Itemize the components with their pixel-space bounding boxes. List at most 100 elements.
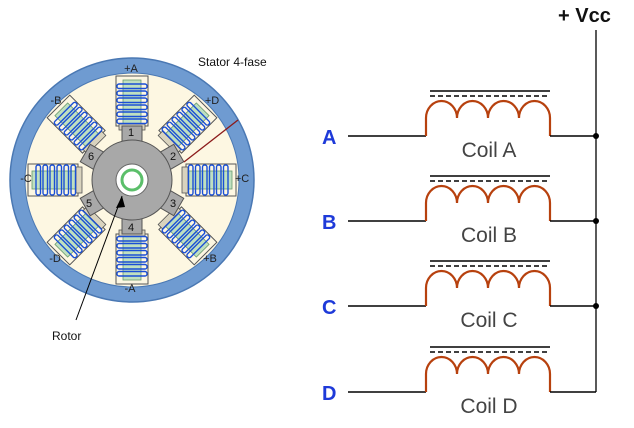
tooth-labels: 1 2 3 4 5 6 bbox=[86, 127, 176, 234]
winding-turn bbox=[116, 90, 148, 97]
pole-label: -D bbox=[49, 253, 61, 265]
winding-turn bbox=[116, 97, 148, 104]
winding-turn bbox=[116, 270, 148, 277]
coil-label: Coil A bbox=[462, 139, 517, 162]
winding-turn bbox=[116, 249, 148, 256]
stator-pole bbox=[46, 94, 107, 155]
pole-label: +B bbox=[203, 253, 217, 265]
winding-turn bbox=[222, 164, 229, 196]
winding-turn bbox=[42, 164, 49, 196]
winding-turn bbox=[176, 111, 201, 136]
winding-turn bbox=[49, 164, 56, 196]
winding-turn bbox=[171, 116, 196, 141]
pole-labels: +A +D +C +B -A -D -C -B bbox=[20, 63, 249, 295]
winding-turn bbox=[161, 209, 186, 234]
input-label: C bbox=[322, 297, 336, 319]
stator-pole bbox=[115, 229, 149, 285]
coil-label: Coil C bbox=[460, 309, 517, 332]
coil-row: D Coil D bbox=[322, 346, 596, 418]
winding-turn bbox=[116, 242, 148, 249]
winding-turn bbox=[35, 164, 42, 196]
pole-label: +A bbox=[124, 63, 138, 75]
winding-turn bbox=[116, 104, 148, 111]
winding-turn bbox=[78, 126, 103, 151]
pole-label: +D bbox=[205, 95, 219, 107]
motor-cross-section: +A +D +C +B -A -D -C -B 1 2 3 4 5 6 bbox=[9, 57, 255, 303]
winding-turn bbox=[73, 214, 98, 239]
winding-turn bbox=[186, 101, 211, 126]
coil-winding bbox=[424, 184, 552, 221]
winding-turn bbox=[116, 235, 148, 242]
winding-turn bbox=[116, 256, 148, 263]
stator-pole bbox=[27, 163, 83, 197]
junction-dot bbox=[593, 133, 599, 139]
stator-pole bbox=[181, 163, 237, 197]
tooth-number: 2 bbox=[170, 151, 176, 163]
tooth-number: 4 bbox=[128, 222, 134, 234]
supply-label: + Vcc bbox=[558, 5, 611, 27]
winding-turn bbox=[208, 164, 215, 196]
rotor-label: Rotor bbox=[52, 329, 81, 343]
rotor-body bbox=[79, 125, 185, 235]
winding-turn bbox=[116, 263, 148, 270]
winding-turn bbox=[176, 224, 201, 249]
winding-turn bbox=[181, 229, 206, 254]
winding-turn bbox=[53, 101, 78, 126]
winding-turn bbox=[194, 164, 201, 196]
winding-turn bbox=[63, 111, 88, 136]
winding-turn bbox=[161, 126, 186, 151]
winding-turn bbox=[116, 111, 148, 118]
coil-winding bbox=[424, 99, 552, 136]
coil-row: B Coil B bbox=[322, 175, 599, 247]
junction-dot bbox=[593, 218, 599, 224]
pole-label: +C bbox=[235, 173, 249, 185]
winding-turn bbox=[68, 116, 93, 141]
winding-turn bbox=[181, 106, 206, 131]
winding-turn bbox=[53, 234, 78, 259]
pole-label: -B bbox=[51, 95, 62, 107]
winding-turn bbox=[78, 209, 103, 234]
winding-turn bbox=[58, 229, 83, 254]
rotor-pointer-line bbox=[75, 195, 123, 321]
input-label: B bbox=[322, 212, 336, 234]
winding-turn bbox=[58, 106, 83, 131]
winding-turn bbox=[68, 219, 93, 244]
pole-shoe bbox=[181, 166, 189, 194]
tooth-number: 1 bbox=[128, 127, 134, 139]
rotor-shaft bbox=[120, 168, 144, 192]
junction-dot bbox=[593, 303, 599, 309]
tooth-number: 3 bbox=[170, 198, 176, 210]
winding-turn bbox=[70, 164, 77, 196]
winding-turn bbox=[201, 164, 208, 196]
winding-turn bbox=[116, 118, 148, 125]
winding-turn bbox=[171, 219, 196, 244]
rotor-pointer-arrowhead bbox=[116, 196, 125, 208]
winding-turn bbox=[73, 121, 98, 146]
winding-turn bbox=[63, 164, 70, 196]
winding-turn bbox=[187, 164, 194, 196]
tooth-number: 6 bbox=[88, 151, 94, 163]
tooth-number: 5 bbox=[86, 198, 92, 210]
pole-shoe bbox=[75, 166, 83, 194]
winding-turn bbox=[186, 234, 211, 259]
coil-row: C Coil C bbox=[322, 260, 599, 332]
winding-turn bbox=[116, 83, 148, 90]
winding-turn bbox=[166, 121, 191, 146]
coil-label: Coil B bbox=[461, 224, 517, 247]
stator-label: Stator 4-fase bbox=[198, 55, 267, 69]
winding-turn bbox=[56, 164, 63, 196]
stator-pole bbox=[115, 75, 149, 131]
winding-turn bbox=[166, 214, 191, 239]
stator-pointer-line bbox=[183, 119, 239, 163]
winding-turn bbox=[63, 224, 88, 249]
pole-label: -C bbox=[20, 173, 32, 185]
input-label: D bbox=[322, 383, 336, 405]
pole-label: -A bbox=[125, 283, 137, 295]
coil-winding bbox=[424, 269, 552, 306]
coil-label: Coil D bbox=[460, 395, 517, 418]
coil-winding bbox=[424, 355, 552, 392]
